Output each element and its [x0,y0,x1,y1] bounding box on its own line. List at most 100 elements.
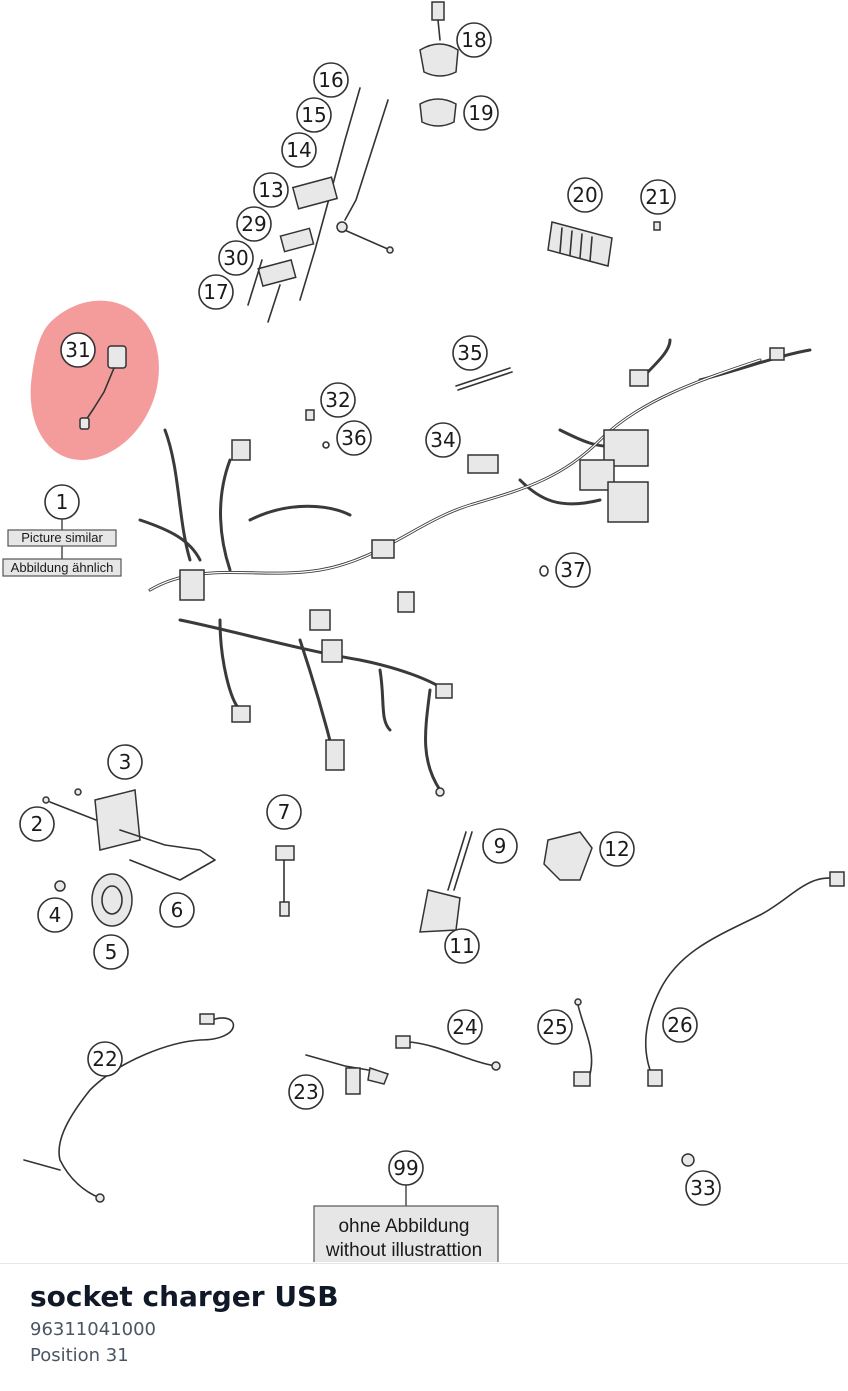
part-7-adapter-cable[interactable] [275,845,295,917]
callout-29[interactable]: 29 [236,206,272,242]
callout-14[interactable]: 14 [281,132,317,168]
callout-13-label: 13 [258,178,283,202]
part-1-main-wiring-harness[interactable] [138,338,812,797]
callout-13[interactable]: 13 [253,172,289,208]
callout-12-label: 12 [604,837,629,861]
callout-14-label: 14 [286,138,311,162]
callout-30-label: 30 [223,246,248,270]
callout-15[interactable]: 15 [296,97,332,133]
callout-30[interactable]: 30 [218,240,254,276]
part-26-cable[interactable] [644,871,845,1087]
part-35-strap[interactable] [455,367,513,391]
callout-24-label: 24 [452,1015,477,1039]
part-21-fuse[interactable] [653,221,661,231]
callout-11[interactable]: 11 [444,928,480,964]
selected-part-highlight [30,300,159,461]
callout-20-label: 20 [572,183,597,207]
part-3-control-unit[interactable] [94,789,141,851]
callout-32-label: 32 [325,388,350,412]
callout-35[interactable]: 35 [452,335,488,371]
part-18-connector[interactable] [419,1,459,77]
callout-18[interactable]: 18 [456,22,492,58]
part-33-grommet[interactable] [681,1153,695,1167]
callout-17[interactable]: 17 [198,274,234,310]
callout-33[interactable]: 33 [685,1170,721,1206]
callout-6[interactable]: 6 [159,892,195,928]
callout-23-label: 23 [293,1080,318,1104]
part-37-ring[interactable] [539,565,549,577]
part-23-sensor[interactable] [305,1054,389,1095]
part-22-cable[interactable] [23,1013,235,1203]
parts-13-17-bracket-assembly[interactable] [247,87,394,323]
part-5-horn[interactable] [91,873,133,927]
part-24-lead[interactable] [395,1035,501,1071]
callout-21-label: 21 [645,185,670,209]
part-11-connector-block[interactable] [419,889,461,933]
callout-11-label: 11 [449,934,474,958]
callout-99[interactable]: 99 [388,1150,424,1186]
callout-3[interactable]: 3 [107,744,143,780]
callout-36-label: 36 [341,426,366,450]
part-2-screw[interactable] [42,788,97,821]
callout-31[interactable]: 31 [60,332,96,368]
callout-20[interactable]: 20 [567,177,603,213]
part-25-lead[interactable] [573,998,593,1087]
callout-6-label: 6 [171,898,184,922]
part-19-boot[interactable] [419,98,457,127]
part-9-cables[interactable] [447,831,473,891]
callout-15-label: 15 [301,103,326,127]
callout-7-label: 7 [278,800,291,824]
part-32-clip[interactable] [305,409,315,421]
note-ohne-abbildung-text: ohne Abbildung [338,1216,469,1237]
callout-26[interactable]: 26 [662,1007,698,1043]
callout-35-label: 35 [457,341,482,365]
callout-37-label: 37 [560,558,585,582]
callout-4[interactable]: 4 [37,897,73,933]
callout-4-label: 4 [49,903,62,927]
callout-2[interactable]: 2 [19,806,55,842]
part-6-bracket[interactable] [119,829,216,881]
part-12-cover[interactable] [543,831,593,881]
callout-33-label: 33 [690,1176,715,1200]
note-picture-similar: Picture similar [7,529,117,547]
callout-5-label: 5 [105,940,118,964]
exploded-parts-diagram: Picture similar Abbildung ähnlich ohne A… [2,1,845,1262]
part-4-nut[interactable] [54,880,66,892]
callout-21[interactable]: 21 [640,179,676,215]
callout-37[interactable]: 37 [555,552,591,588]
callout-36[interactable]: 36 [336,420,372,456]
part-31-usb-socket[interactable] [79,345,127,430]
callout-31-label: 31 [65,338,90,362]
callout-25[interactable]: 25 [537,1009,573,1045]
note-without-illustration-text: without illustrattion [325,1240,482,1261]
callout-23[interactable]: 23 [288,1074,324,1110]
part-title: socket charger USB [30,1280,339,1313]
part-36-ring[interactable] [322,441,330,449]
callout-16[interactable]: 16 [313,62,349,98]
callout-24[interactable]: 24 [447,1009,483,1045]
callout-34[interactable]: 34 [425,422,461,458]
callout-16-label: 16 [318,68,343,92]
callout-2-label: 2 [31,812,44,836]
callout-19-label: 19 [468,101,493,125]
callout-3-label: 3 [119,750,132,774]
part-position: Position 31 [30,1345,129,1366]
note-without-illustration: ohne Abbildung without illustrattion [313,1205,499,1262]
callout-12[interactable]: 12 [599,831,635,867]
callout-26-label: 26 [667,1013,692,1037]
callout-17-label: 17 [203,280,228,304]
callout-1-label: 1 [56,490,69,514]
callout-19[interactable]: 19 [463,95,499,131]
callout-34-label: 34 [430,428,455,452]
part-20-fuse-box[interactable] [547,221,613,267]
callout-5[interactable]: 5 [93,934,129,970]
callout-1[interactable]: 1 [44,484,80,520]
callout-9[interactable]: 9 [482,828,518,864]
callout-9-label: 9 [494,834,507,858]
callout-7[interactable]: 7 [266,794,302,830]
callout-22[interactable]: 22 [87,1041,123,1077]
note-abbildung-aehnlich: Abbildung ähnlich [2,558,122,577]
callout-32[interactable]: 32 [320,382,356,418]
part-34-relay[interactable] [467,454,499,474]
callout-29-label: 29 [241,212,266,236]
